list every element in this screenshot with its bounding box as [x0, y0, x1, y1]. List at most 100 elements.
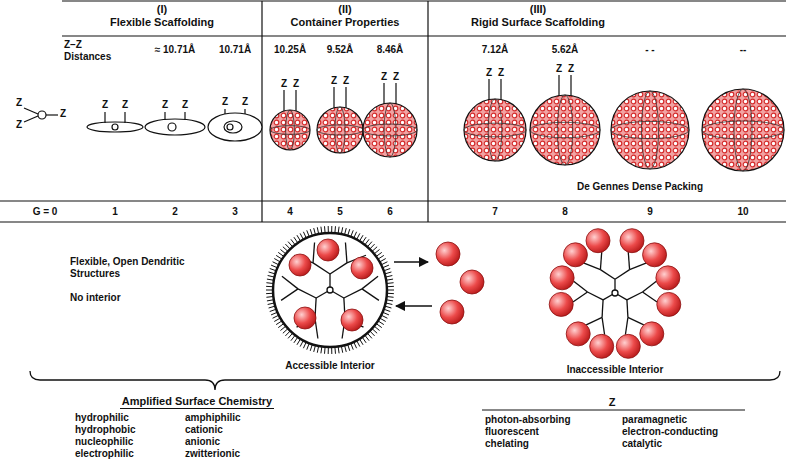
- line-shape: [500, 79, 501, 100]
- circle-shape: [317, 239, 339, 261]
- generation-number: G = 0: [33, 206, 58, 218]
- caption-label: Inaccessible Interior: [567, 364, 664, 376]
- distance-value: 8.46Å: [377, 44, 404, 56]
- property-item: hydrophobic: [75, 424, 136, 436]
- line-shape: [627, 300, 628, 317]
- property-item: catalytic: [622, 438, 662, 450]
- distance-value: ≈ 10.71Å: [155, 44, 196, 56]
- circle-shape: [566, 322, 590, 346]
- end-group-z: Z: [60, 108, 66, 120]
- circle-shape: [273, 233, 387, 347]
- ellipse-shape: [464, 123, 526, 137]
- section-title: Flexible Scaffolding: [62, 16, 262, 29]
- circle-shape: [620, 229, 644, 253]
- circle-shape: [327, 287, 333, 293]
- line-shape: [298, 289, 316, 298]
- inaccessible-dendrimer: [549, 229, 681, 359]
- note: No interior: [70, 292, 121, 304]
- circle-shape: [270, 110, 310, 150]
- circle-shape: [227, 124, 233, 130]
- generation-number: 9: [647, 206, 653, 218]
- line-shape: [46, 114, 58, 115]
- end-group-z: Z: [16, 97, 22, 109]
- line-shape: [615, 270, 630, 280]
- ellipse-shape: [335, 107, 345, 153]
- ellipse-shape: [530, 122, 600, 137]
- circle-shape: [563, 243, 587, 267]
- line-shape: [344, 289, 362, 298]
- end-group-z: Z: [162, 99, 168, 111]
- section-number: (II): [262, 3, 428, 16]
- circle-shape: [351, 257, 373, 279]
- circle-shape: [550, 266, 574, 290]
- end-group-z: Z: [331, 75, 337, 87]
- end-group-z: Z: [381, 71, 387, 83]
- guest-ball: [440, 300, 464, 324]
- property-item: nucleophilic: [75, 436, 133, 448]
- end-group-z: Z: [281, 78, 287, 90]
- line-shape: [164, 112, 165, 120]
- caption-label: Accessible Interior: [285, 360, 374, 372]
- ellipse-shape: [224, 121, 242, 133]
- end-group-z: Z: [498, 67, 504, 79]
- line-shape: [0, 221, 786, 222]
- ellipse-shape: [208, 113, 262, 141]
- circle-shape: [611, 91, 689, 169]
- line-shape: [427, 1, 428, 222]
- property-item: fluorescent: [485, 426, 539, 438]
- ellipse-shape: [317, 125, 363, 135]
- line-shape: [281, 289, 298, 301]
- property-item: photon-absorbing: [485, 414, 571, 426]
- z-rule: [482, 410, 745, 411]
- line-shape: [395, 83, 396, 104]
- table-grid: [0, 1, 786, 222]
- section-title: Container Properties: [262, 16, 428, 29]
- circle-shape: [341, 309, 363, 331]
- line-shape: [643, 281, 657, 292]
- ellipse-shape: [384, 103, 396, 157]
- sphere-generations: [270, 75, 784, 171]
- circle-shape: [294, 307, 316, 329]
- property-item: amphiphilic: [185, 412, 241, 424]
- line-shape: [630, 263, 646, 270]
- end-group-z: Z: [242, 96, 248, 108]
- line-shape: [394, 261, 428, 263]
- circle-shape: [317, 107, 363, 153]
- generation-number: 3: [232, 206, 238, 218]
- line-shape: [573, 292, 588, 302]
- circle-shape: [530, 95, 600, 165]
- property-item: chelating: [485, 438, 529, 450]
- circle-shape: [168, 123, 176, 131]
- line-shape: [282, 276, 298, 289]
- line-shape: [602, 317, 605, 334]
- circle-shape: [657, 292, 681, 316]
- line-shape: [313, 242, 315, 262]
- line-shape: [62, 0, 786, 1]
- end-group-z: Z: [122, 99, 128, 111]
- circle-shape: [586, 229, 610, 253]
- line-shape: [383, 83, 384, 104]
- section-number: (I): [62, 3, 262, 16]
- end-group-z: Z: [16, 119, 22, 131]
- line-shape: [362, 289, 379, 301]
- generation-number: 7: [492, 206, 498, 218]
- ellipse-shape: [557, 95, 572, 165]
- property-item: electron-conducting: [622, 426, 718, 438]
- ellipse-shape: [702, 121, 784, 139]
- line-shape: [0, 200, 786, 201]
- circle-shape: [612, 290, 618, 296]
- line-shape: [261, 1, 262, 222]
- list-heading: Z: [609, 396, 616, 408]
- generation-1-3: [87, 109, 262, 141]
- generation-0: [24, 108, 58, 122]
- line-shape: [244, 109, 245, 114]
- generation-number: 6: [387, 206, 393, 218]
- circle-shape: [656, 266, 680, 290]
- line-shape: [587, 292, 603, 300]
- line-shape: [24, 108, 38, 114]
- section-number: (III): [428, 3, 648, 16]
- line-shape: [488, 79, 489, 100]
- line-shape: [330, 263, 347, 274]
